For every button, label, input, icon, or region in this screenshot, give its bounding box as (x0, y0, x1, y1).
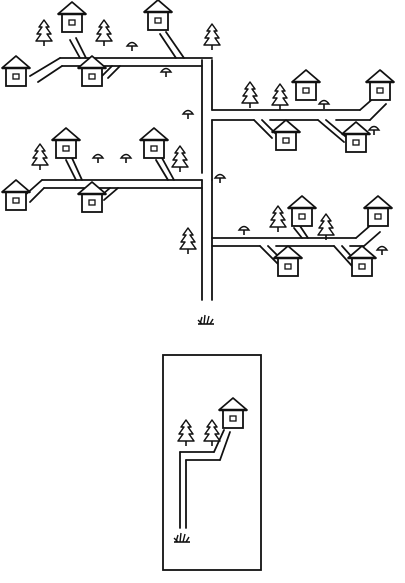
house-icon (272, 244, 304, 278)
tree-icon (171, 145, 189, 173)
house-icon (340, 120, 372, 154)
mushroom-icon (376, 245, 388, 256)
grass-tuft-icon (197, 314, 215, 325)
house-icon (270, 118, 302, 152)
mushroom-icon (160, 67, 172, 78)
house-icon (138, 126, 170, 160)
main-road (201, 59, 213, 301)
house-icon (56, 0, 88, 34)
house-icon (50, 126, 82, 160)
grass-tuft-icon (173, 532, 191, 543)
house-icon (286, 194, 318, 228)
tree-icon (31, 143, 49, 171)
tree-icon (95, 19, 113, 47)
tree-icon (241, 81, 259, 109)
inset-panel (162, 354, 262, 571)
tree-icon (317, 213, 335, 241)
house-icon (0, 54, 32, 88)
mushrooms (92, 41, 388, 256)
house-icon (142, 0, 174, 32)
tree-icon (179, 227, 197, 255)
house-icon (290, 68, 322, 102)
mushroom-icon (120, 153, 132, 164)
tree-icon (35, 19, 53, 47)
mushroom-icon (238, 225, 250, 236)
tree-icon (203, 23, 221, 51)
house-icon (76, 54, 108, 88)
tree-icon (177, 419, 195, 447)
house-icon (76, 180, 108, 214)
house-icon (364, 68, 396, 102)
mushroom-icon (214, 173, 226, 184)
house-icon (217, 396, 249, 430)
houses (0, 0, 396, 278)
tree-icon (271, 83, 289, 111)
tree-icon (269, 205, 287, 233)
house-icon (0, 178, 32, 212)
mushroom-icon (182, 109, 194, 120)
branch-right-lower (211, 223, 381, 267)
branch-upper-left (29, 31, 213, 83)
branch-middle-left (23, 157, 203, 203)
mushroom-icon (92, 153, 104, 164)
house-icon (346, 244, 378, 278)
mushroom-icon (126, 41, 138, 52)
house-icon (362, 194, 394, 228)
mushroom-icon (318, 99, 330, 110)
